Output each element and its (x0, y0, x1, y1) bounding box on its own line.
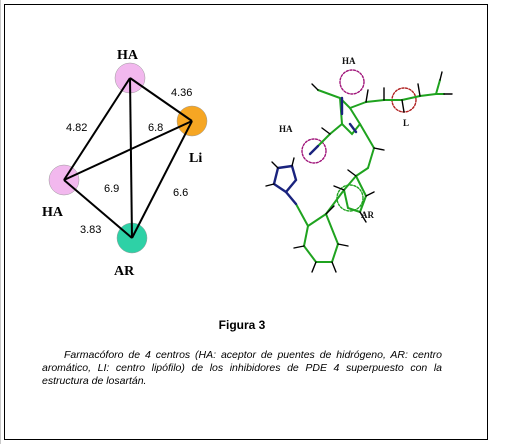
distance-ha-top-li: 4.36 (171, 87, 192, 99)
overlay-spheres (301, 69, 417, 212)
figure-caption: Farmacóforo de 4 centros (HA: aceptor de… (42, 349, 442, 387)
ha-top-label: HA (117, 48, 139, 63)
losartan-overlay: HA HA L AR (265, 56, 453, 273)
overlay-li-label: L (403, 118, 409, 128)
overlay-bonds (295, 79, 445, 263)
edge-ha-top-ar (129, 77, 133, 239)
overlay-ha-top-sphere (339, 69, 365, 95)
distance-ha-left-ar: 3.83 (80, 224, 101, 236)
distance-edges (63, 77, 193, 239)
edge-li-ar (131, 120, 193, 239)
edge-ha-top-ha-left (63, 77, 131, 181)
distance-ha-top-ar: 6.9 (104, 183, 119, 195)
overlay-ha-top-label: HA (342, 56, 356, 66)
figure-title: Figura 3 (218, 318, 266, 332)
overlay-ar-label: AR (361, 210, 374, 220)
page-edge-rule (0, 0, 4, 444)
overlay-hydrogens (265, 71, 453, 273)
distance-li-ar: 6.6 (173, 187, 188, 199)
ha-left-label: HA (42, 205, 64, 220)
pharmacophore-figure: HA HA Li AR 4.36 4.82 6.8 6.9 6.6 3.83 (42, 48, 453, 279)
figure-frame (4, 4, 488, 440)
edge-ha-top-li (129, 77, 193, 122)
overlay-ha-left-label: HA (279, 124, 293, 134)
ar-label: AR (114, 264, 135, 279)
edge-ha-left-ar (63, 179, 133, 239)
overlay-heteroatoms (272, 96, 358, 206)
distance-ha-top-ha-left: 4.82 (66, 122, 87, 134)
edge-ha-left-li (63, 120, 193, 181)
pharmacophore-model: HA HA Li AR 4.36 4.82 6.8 6.9 6.6 3.83 (42, 48, 208, 279)
distance-ha-left-li: 6.8 (148, 122, 163, 134)
li-label: Li (189, 151, 202, 166)
overlay-ha-left-sphere (301, 138, 327, 164)
